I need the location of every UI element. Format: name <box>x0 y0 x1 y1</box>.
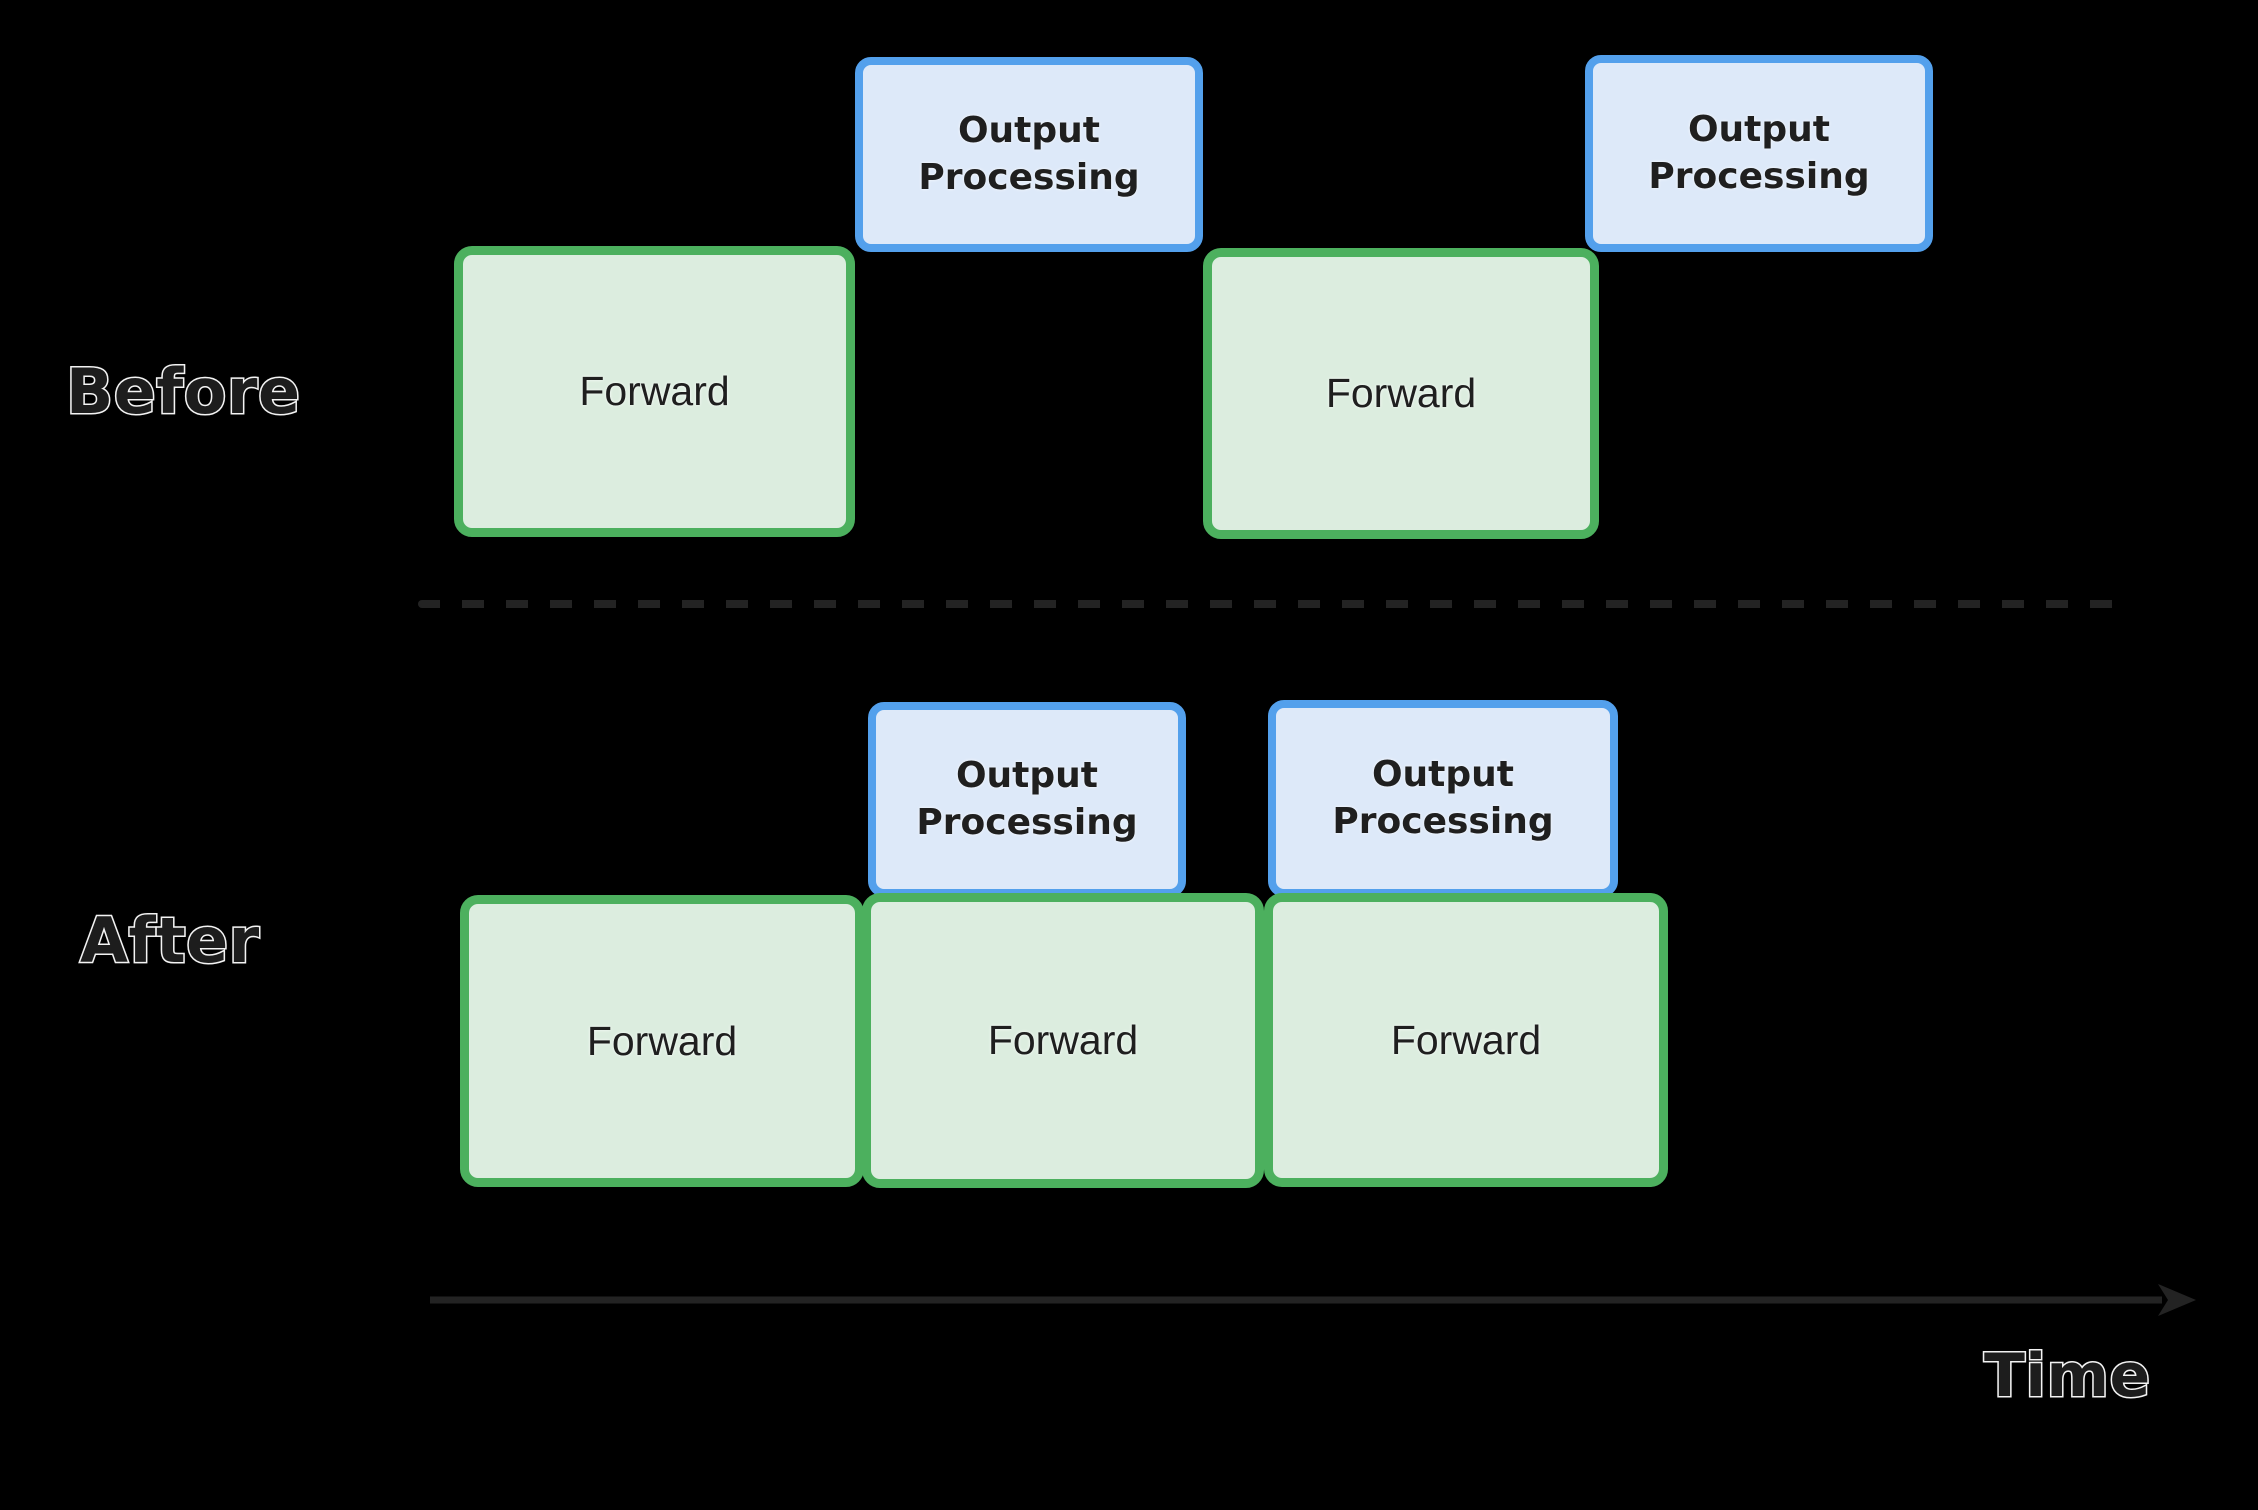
row-label-after: After <box>79 904 261 977</box>
row-label-before: Before <box>65 355 302 428</box>
before-forward-block-2[interactable]: Forward <box>1203 248 1599 539</box>
time-axis-arrow <box>430 1280 2200 1320</box>
arrow-icon <box>430 1284 2196 1316</box>
before-output-block-2[interactable]: Output Processing <box>1585 55 1933 252</box>
time-axis-label: Time <box>1983 1341 2152 1411</box>
before-output-block-1[interactable]: Output Processing <box>855 57 1203 252</box>
block-label: Forward <box>579 368 730 415</box>
block-label: Forward <box>1390 1016 1542 1063</box>
after-output-block-1[interactable]: Output Processing <box>868 702 1186 897</box>
block-label: Forward <box>1325 370 1477 417</box>
before-forward-block-1[interactable]: Forward <box>454 246 855 537</box>
block-label: Output Processing <box>1648 108 1870 197</box>
after-output-block-2[interactable]: Output Processing <box>1268 700 1618 897</box>
after-forward-block-1[interactable]: Forward <box>460 895 864 1187</box>
block-label: Forward <box>987 1017 1139 1064</box>
block-label: Output Processing <box>918 109 1140 198</box>
section-divider <box>418 600 2130 608</box>
after-forward-block-3[interactable]: Forward <box>1264 893 1668 1187</box>
block-label: Output Processing <box>1332 753 1554 842</box>
block-label: Output Processing <box>916 754 1138 843</box>
block-label: Forward <box>586 1017 738 1064</box>
after-forward-block-2[interactable]: Forward <box>862 893 1264 1188</box>
